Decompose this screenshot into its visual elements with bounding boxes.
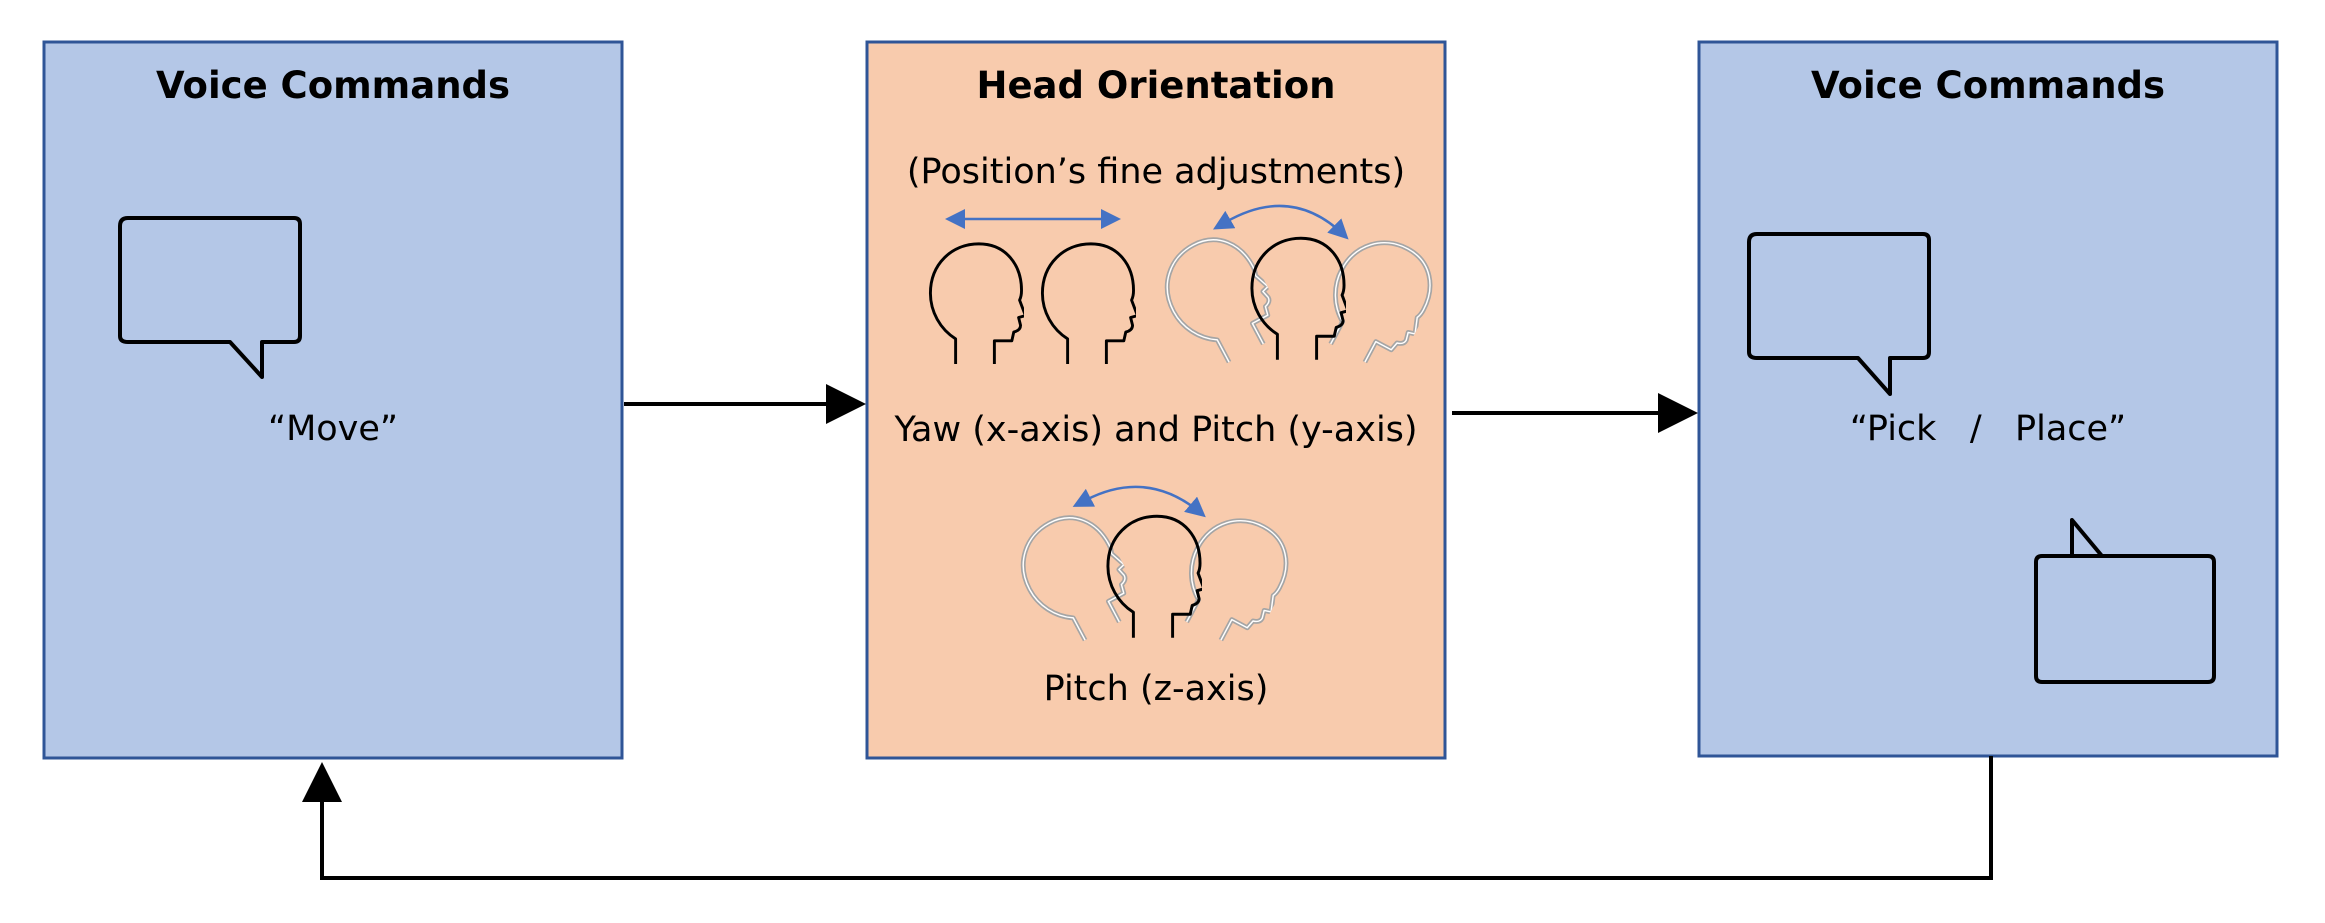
head-tilt-icon: [1150, 204, 1448, 377]
speech-bubble-icon: [2034, 518, 2216, 684]
head-translate-icon: [928, 209, 1136, 366]
right-box-title: Voice Commands: [1811, 64, 2165, 107]
arrow-right-back-to-left: [302, 756, 1993, 880]
center-box-subtitle: (Position’s fine adjustments): [907, 152, 1405, 192]
move-command-label: “Move”: [268, 409, 398, 449]
pitch-z-label: Pitch (z-axis): [1044, 669, 1269, 709]
left-box-title: Voice Commands: [156, 64, 510, 107]
head-orientation-box: Head Orientation (Position’s fine adjust…: [865, 40, 1449, 760]
speech-bubble-icon: [1747, 232, 1931, 396]
center-box-frame: [865, 40, 1447, 760]
right-voice-commands-box: Voice Commands “Pick / Place”: [1697, 40, 2279, 758]
yaw-pitch-label: Yaw (x-axis) and Pitch (y-axis): [893, 410, 1417, 450]
pick-place-command-label: “Pick / Place”: [1850, 409, 2126, 449]
center-box-title: Head Orientation: [977, 64, 1336, 107]
head-roll-icon: [1006, 485, 1304, 655]
flow-arrows: [302, 384, 1993, 880]
speech-bubble-icon: [118, 216, 302, 379]
left-box-frame: [42, 40, 624, 760]
left-voice-commands-box: Voice Commands “Move”: [42, 40, 624, 760]
right-box-frame: [1697, 40, 2279, 758]
